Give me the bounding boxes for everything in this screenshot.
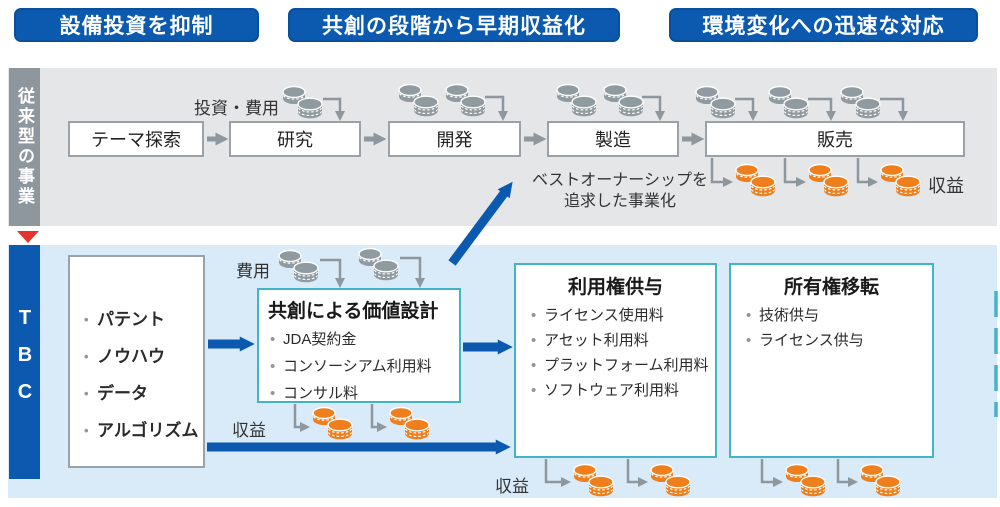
assets-list: パテント ノウハウ データ アルゴリズム — [70, 257, 203, 449]
usage-item: アセット利用料 — [529, 328, 711, 353]
usage-item: ライセンス使用料 — [529, 303, 711, 328]
codesign-item: コンソーシアム利用料 — [268, 353, 453, 380]
usage-rights-box: 利用権供与 ライセンス使用料 アセット利用料 プラットフォーム利用料 ソフトウェ… — [514, 263, 717, 458]
asset-item: パテント — [82, 301, 199, 338]
ownership-transfer-title: 所有権移転 — [783, 277, 879, 298]
asset-item: アルゴリズム — [82, 412, 199, 449]
usage-item: プラットフォーム利用料 — [529, 353, 711, 378]
legacy-revenue-label: 収益 — [928, 176, 964, 196]
header-pill-capex: 設備投資を抑制 — [14, 8, 259, 42]
note-line-1: ベストオーナーシップを — [531, 172, 708, 189]
usage-rights-list: ライセンス使用料 アセット利用料 プラットフォーム利用料 ソフトウェア利用料 — [516, 299, 715, 403]
tbc-side-bar: TBC — [9, 245, 40, 479]
assets-box: パテント ノウハウ データ アルゴリズム — [68, 255, 205, 468]
note-line-2: 追求した事業化 — [563, 193, 676, 210]
ownership-item: 技術供与 — [744, 303, 928, 328]
header-pill-rapid-response: 環境変化への迅速な対応 — [669, 8, 978, 42]
stage-box-theme-search: テーマ探索 — [68, 121, 204, 157]
legacy-side-bar: 従来型の事業 — [9, 68, 40, 226]
ownership-item: ライセンス供与 — [744, 328, 928, 353]
codesign-item: コンサル料 — [268, 380, 453, 407]
tbc-revenue-mid-label: 収益 — [232, 421, 266, 440]
asset-item: データ — [82, 375, 199, 412]
stage-box-manufacturing: 製造 — [547, 121, 679, 157]
best-ownership-note: ベストオーナーシップを 追求した事業化 — [524, 170, 716, 212]
legacy-cost-label: 投資・費用 — [194, 99, 279, 118]
tbc-cost-label: 費用 — [236, 262, 270, 281]
codesign-item: JDA契約金 — [268, 326, 453, 353]
stage-box-development: 開発 — [388, 121, 521, 157]
asset-item: ノウハウ — [82, 338, 199, 375]
codesign-list: JDA契約金 コンソーシアム利用料 コンサル料 — [268, 326, 453, 407]
legacy-side-label: 従来型の事業 — [15, 87, 34, 207]
ownership-transfer-box: 所有権移転 技術供与 ライセンス供与 — [729, 263, 934, 458]
header-pill-early-profit: 共創の段階から早期収益化 — [288, 8, 620, 42]
stage-box-research: 研究 — [229, 121, 361, 157]
ownership-transfer-list: 技術供与 ライセンス供与 — [731, 299, 932, 353]
usage-rights-title: 利用権供与 — [567, 277, 663, 298]
codesign-title: 共創による価値設計 — [268, 301, 439, 322]
red-down-triangle-icon — [17, 231, 39, 243]
tbc-revenue-bottom-label: 収益 — [495, 477, 529, 496]
tbc-side-label: TBC — [14, 306, 36, 418]
usage-item: ソフトウェア利用料 — [529, 378, 711, 403]
codesign-box: 共創による価値設計 JDA契約金 コンソーシアム利用料 コンサル料 — [257, 288, 461, 407]
stage-box-sales: 販売 — [705, 121, 965, 157]
